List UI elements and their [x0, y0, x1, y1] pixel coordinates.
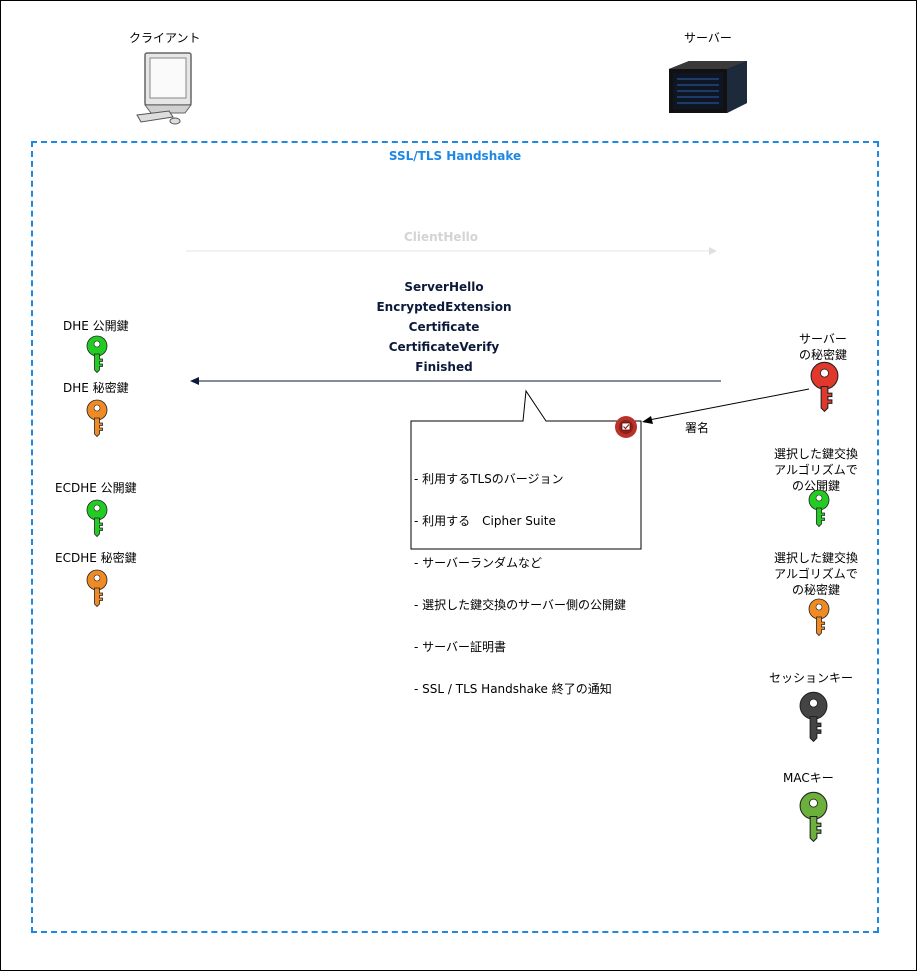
ecdhe-public-key-icon: [84, 499, 110, 541]
dhe-private-key-icon: [84, 399, 110, 441]
session-key-label: セッションキー: [769, 671, 854, 685]
mac-key-icon: [796, 791, 831, 846]
dhe-public-key-icon: [84, 335, 110, 377]
server-rack-icon: [669, 61, 747, 113]
msg-encrypted-extension: EncryptedExtension: [376, 300, 512, 314]
callout-line: - サーバー証明書: [414, 640, 507, 654]
msg-certificate-verify: CertificateVerify: [388, 340, 500, 354]
seal-icon: [615, 416, 637, 438]
server-private-key-label: サーバー の秘密鍵: [798, 332, 847, 362]
desktop-computer-icon: [136, 52, 192, 125]
msg-certificate: Certificate: [408, 320, 480, 334]
msg-finished: Finished: [415, 360, 473, 374]
handshake-title: SSL/TLS Handshake: [388, 149, 522, 163]
client-label: クライアント: [129, 31, 201, 45]
callout-line: - サーバーランダムなど: [414, 556, 543, 570]
kex-private-key-label: 選択した鍵交換 アルゴリズムで の秘密鍵: [773, 551, 858, 597]
signature-arrow: [648, 388, 810, 421]
callout-line: - SSL / TLS Handshake 終了の通知: [414, 682, 612, 696]
client-hello-label: ClientHello: [403, 230, 479, 244]
server-label: サーバー: [684, 31, 732, 45]
callout-line: - 利用する Cipher Suite: [414, 514, 556, 528]
dhe-private-key-label: DHE 秘密鍵: [63, 381, 129, 395]
signature-label: 署名: [685, 421, 710, 435]
mac-key-label: MACキー: [783, 771, 834, 785]
ecdhe-public-key-label: ECDHE 公開鍵: [55, 481, 137, 495]
kex-private-key-icon: [806, 598, 832, 640]
dhe-public-key-label: DHE 公開鍵: [63, 319, 129, 333]
server-private-key-icon: [807, 361, 842, 416]
ecdhe-private-key-label: ECDHE 秘密鍵: [55, 551, 137, 565]
callout-line: - 利用するTLSのバージョン: [414, 472, 564, 486]
ecdhe-private-key-icon: [84, 569, 110, 611]
msg-server-hello: ServerHello: [404, 280, 484, 294]
callout-text: - 利用するTLSのバージョン - 利用する Cipher Suite - サー…: [414, 444, 626, 724]
session-key-icon: [796, 691, 831, 746]
kex-public-key-icon: [806, 489, 832, 531]
handshake-frame: [31, 141, 879, 933]
kex-public-key-label: 選択した鍵交換 アルゴリズムで の公開鍵: [773, 447, 858, 493]
callout-line: - 選択した鍵交換のサーバー側の公開鍵: [414, 598, 627, 612]
callout-box: [410, 389, 642, 550]
